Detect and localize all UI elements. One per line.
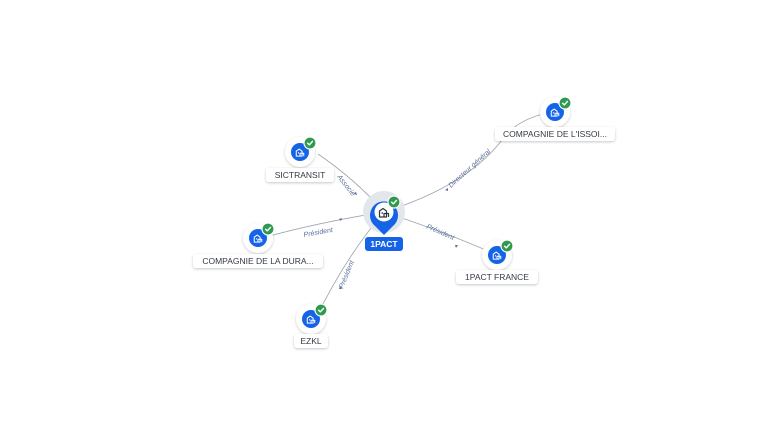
node-label: COMPAGNIE DE LA DURA...	[193, 254, 323, 268]
svg-text:SICTRANSIT: SICTRANSIT	[275, 170, 326, 180]
edge-arrow-icon	[445, 188, 448, 191]
node-center-1pact[interactable]: 1PACT	[363, 191, 405, 251]
edge-label-duravel: Président	[303, 227, 334, 239]
node-label: EZKL	[294, 334, 328, 348]
check-icon	[261, 222, 275, 236]
svg-text:COMPAGNIE DE L'ISSOI...: COMPAGNIE DE L'ISSOI...	[503, 129, 607, 139]
svg-text:1PACT FRANCE: 1PACT FRANCE	[465, 272, 529, 282]
svg-text:COMPAGNIE DE LA DURA...: COMPAGNIE DE LA DURA...	[202, 256, 313, 266]
edge-arrow-icon	[455, 245, 458, 248]
edge-arrow-icon	[339, 286, 342, 289]
check-icon	[387, 195, 401, 209]
edge-label-ezkl: Président	[338, 259, 356, 290]
svg-text:EZKL: EZKL	[300, 336, 322, 346]
check-icon	[314, 303, 328, 317]
edge-arrow-icon	[354, 192, 357, 195]
node-ezkl[interactable]: EZKL	[294, 303, 328, 348]
node-label: SICTRANSIT	[266, 168, 334, 182]
edge-label-sictransit: Associé	[335, 173, 356, 197]
check-icon	[303, 136, 317, 150]
node-sictransit[interactable]: SICTRANSIT	[266, 136, 334, 182]
edge-label-lissoire: Directeur général	[448, 148, 493, 189]
center-label: 1PACT	[365, 237, 403, 251]
node-label: 1PACT FRANCE	[456, 270, 538, 284]
check-icon	[500, 239, 514, 253]
node-label: COMPAGNIE DE L'ISSOI...	[495, 127, 615, 141]
check-icon	[558, 96, 572, 110]
edge-label-pactfrance: Président	[425, 223, 456, 242]
node-duravel[interactable]: COMPAGNIE DE LA DURA...	[193, 222, 323, 268]
svg-text:1PACT: 1PACT	[370, 239, 398, 249]
node-lissoire[interactable]: COMPAGNIE DE L'ISSOI...	[495, 96, 615, 141]
edge-arrow-icon	[339, 218, 342, 221]
node-pactfrance[interactable]: 1PACT FRANCE	[456, 239, 538, 284]
